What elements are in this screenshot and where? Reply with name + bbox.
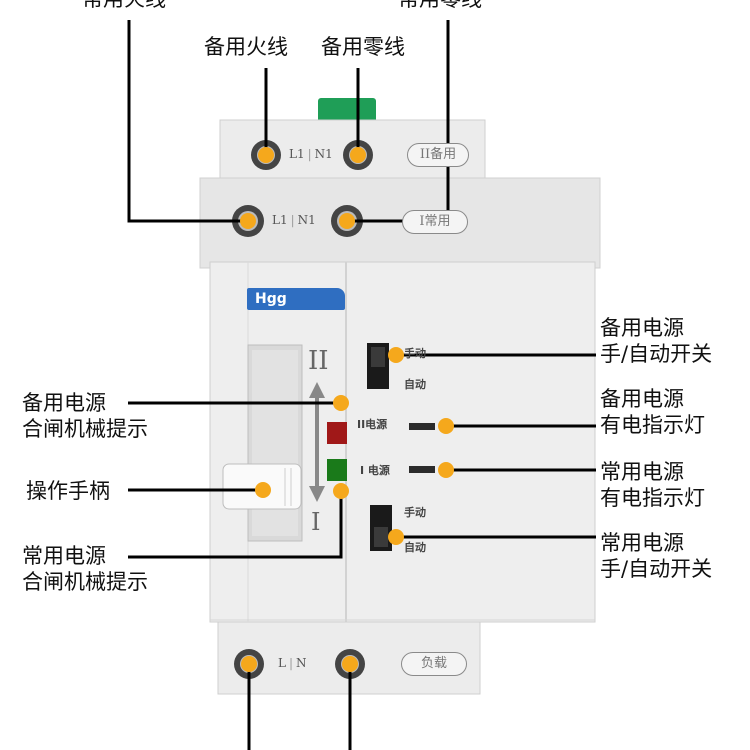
callout-backup-lamp-line2: 有电指示灯	[600, 413, 705, 437]
backup-power-label: II电源	[357, 418, 388, 431]
markers	[240, 147, 454, 672]
marker-backup-neutral	[350, 147, 366, 163]
callout-main-live: 常用火线	[82, 0, 166, 12]
callout-main-switch-line2: 手/自动开关	[600, 557, 713, 581]
leader-main-live	[127, 20, 248, 223]
callout-backup-switch-line2: 手/自动开关	[600, 342, 713, 366]
marker-main-lamp	[438, 462, 454, 478]
switch-bottom-manual: 手动	[404, 506, 426, 519]
backup-badge: II备用	[407, 143, 469, 167]
load-badge: 负载	[401, 652, 467, 676]
callout-backup-switch-line1: 备用电源	[600, 316, 684, 340]
marker-backup-closing	[333, 395, 349, 411]
backup-manual-auto-switch[interactable]	[367, 343, 389, 389]
main-terminal-label: L1|N1	[272, 213, 316, 227]
marker-backup-live	[258, 147, 274, 163]
callout-main-closing-line1: 常用电源	[22, 544, 106, 568]
marker-backup-switch	[388, 347, 404, 363]
switch-bottom-auto: 自动	[404, 541, 426, 554]
roman-numeral-top: II	[308, 346, 329, 376]
main-power-label: I 电源	[360, 464, 390, 477]
callout-backup-closing-line2: 合闸机械提示	[22, 417, 148, 441]
callout-main-switch: 常用电源 手/自动开关	[600, 530, 712, 582]
callout-backup-closing: 备用电源 合闸机械提示	[22, 390, 148, 442]
terminal-clip	[318, 98, 376, 124]
callout-main-lamp-line1: 常用电源	[600, 460, 684, 484]
roman-numeral-bottom: I	[311, 508, 321, 536]
callout-main-lamp-line2: 有电指示灯	[600, 486, 705, 510]
callout-main-switch-line1: 常用电源	[600, 531, 684, 555]
callout-handle: 操作手柄	[26, 479, 110, 503]
callout-backup-neutral: 备用零线	[321, 35, 405, 59]
load-terminal-label: L|N	[278, 656, 307, 670]
callout-main-closing-line2: 合闸机械提示	[22, 570, 148, 594]
leader-main-closing	[128, 491, 343, 559]
marker-main-live	[240, 213, 256, 229]
marker-main-neutral	[339, 213, 355, 229]
main-manual-auto-switch[interactable]	[370, 505, 392, 551]
callout-backup-closing-line1: 备用电源	[22, 391, 106, 415]
callout-backup-lamp: 备用电源 有电指示灯	[600, 386, 705, 438]
backup-power-lamp	[409, 423, 435, 430]
leader-lines	[127, 20, 596, 750]
switch-top-auto: 自动	[404, 378, 426, 391]
main-power-lamp	[409, 466, 435, 473]
callout-main-lamp: 常用电源 有电指示灯	[600, 459, 705, 511]
callout-main-neutral: 常用零线	[398, 0, 482, 12]
callout-backup-live: 备用火线	[204, 35, 288, 59]
backup-closing-indicator	[327, 422, 347, 444]
direction-arrow	[309, 382, 325, 502]
callout-main-closing: 常用电源 合闸机械提示	[22, 543, 148, 595]
marker-backup-lamp	[438, 418, 454, 434]
callout-backup-switch: 备用电源 手/自动开关	[600, 315, 712, 367]
main-badge: I常用	[402, 210, 468, 234]
main-closing-indicator	[327, 459, 347, 481]
marker-load-live	[241, 656, 257, 672]
callout-backup-lamp-line1: 备用电源	[600, 387, 684, 411]
marker-handle	[255, 482, 271, 498]
switch-top-manual: 手动	[404, 347, 426, 360]
marker-main-closing	[333, 483, 349, 499]
brand-logo: Hgg	[247, 288, 345, 310]
backup-terminal-label: L1|N1	[289, 147, 333, 161]
marker-main-switch	[388, 529, 404, 545]
marker-load-neutral	[342, 656, 358, 672]
